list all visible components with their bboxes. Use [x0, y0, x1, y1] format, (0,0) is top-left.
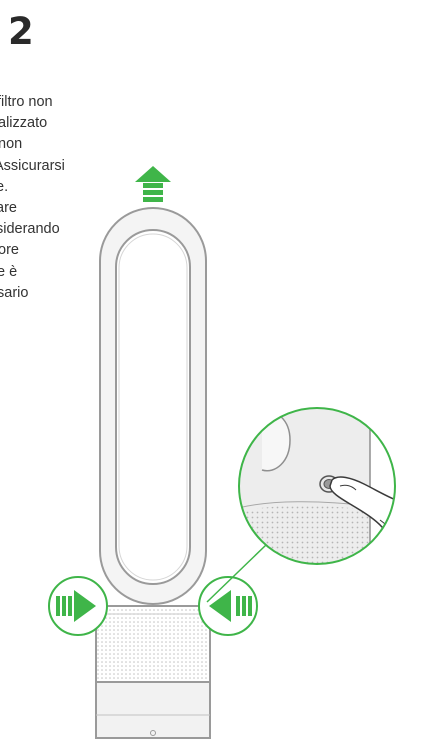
instruction-line: siderando: [0, 221, 60, 238]
instruction-line: alizzato: [0, 115, 48, 132]
instruction-line: ore: [0, 242, 19, 259]
step-number: 2: [8, 10, 34, 53]
instruction-line: are: [0, 200, 17, 217]
instruction-line: e è: [0, 263, 18, 280]
instruction-line: e.: [0, 178, 9, 195]
fan-loop: [99, 207, 207, 605]
filter-body: [95, 605, 211, 683]
instruction-line: sario: [0, 284, 29, 301]
arrow-up-icon: [135, 166, 171, 202]
arrow-right-icon: [56, 590, 96, 622]
device-base: [95, 681, 211, 739]
arrow-left-icon: [209, 590, 252, 622]
instruction-line: filtro non: [0, 94, 53, 110]
zoom-detail: [238, 407, 396, 565]
instruction-line: non: [0, 136, 23, 153]
instruction-line: Assicurarsi: [0, 157, 65, 174]
squeeze-right-callout: [198, 576, 258, 636]
instruction-text: filtro non alizzato non Assicurarsi e. a…: [0, 92, 106, 304]
squeeze-left-callout: [48, 576, 108, 636]
